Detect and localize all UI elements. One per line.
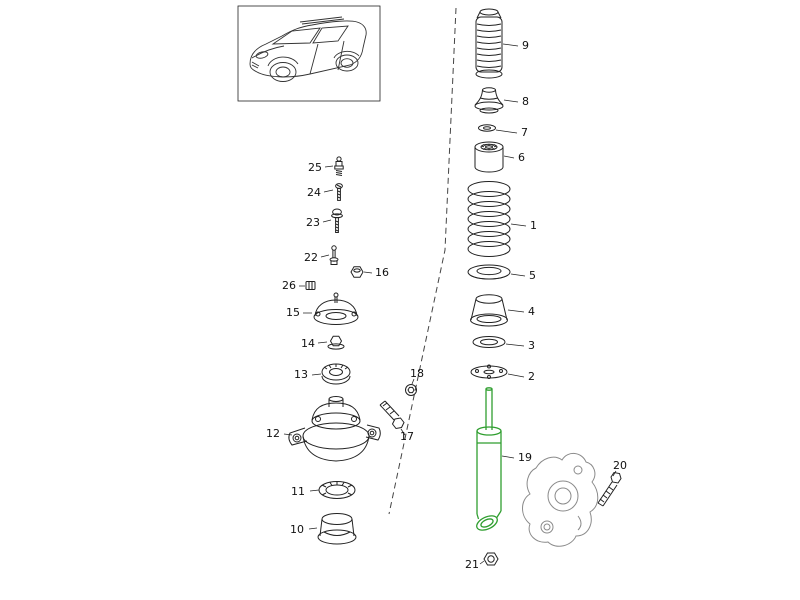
- part-24-screw: [335, 183, 343, 201]
- leader-3: [505, 343, 525, 347]
- part-23-screw: [331, 208, 343, 233]
- callout-8[interactable]: 8: [522, 95, 529, 108]
- part-7-washer: [478, 124, 496, 132]
- part-6-spacer-sleeve: [474, 141, 504, 173]
- callout-24[interactable]: 24: [307, 186, 321, 199]
- callout-23[interactable]: 23: [306, 216, 320, 229]
- leader-10: [308, 527, 318, 530]
- leader-7: [495, 129, 518, 134]
- part-13-bearing: [321, 363, 351, 385]
- leader-6: [503, 155, 515, 159]
- callout-14[interactable]: 14: [301, 337, 315, 350]
- callout-11[interactable]: 11: [291, 485, 305, 498]
- part-26-clip: [305, 281, 316, 290]
- leader-18: [411, 378, 415, 385]
- part-14-flange-nut: [327, 335, 345, 350]
- callout-5[interactable]: 5: [529, 269, 536, 282]
- part-5-spring-seat: [467, 264, 511, 280]
- part-18-nut: [405, 384, 417, 396]
- part-1-coil-spring: [467, 181, 511, 257]
- leader-8: [503, 99, 519, 103]
- leader-23: [322, 219, 332, 223]
- part-12-strut-mount-housing: [288, 396, 381, 462]
- callout-2[interactable]: 2: [528, 370, 535, 383]
- part-10-protective-cap: [317, 513, 357, 545]
- leader-20: [612, 470, 617, 477]
- part-8-bump-stop: [474, 87, 504, 114]
- part-25-valve: [334, 156, 344, 176]
- part-16-nut: [350, 266, 364, 278]
- leader-13: [311, 373, 322, 376]
- leader-25: [324, 165, 334, 168]
- part-17-bolt: [379, 400, 405, 430]
- leader-11: [309, 489, 320, 492]
- callout-20[interactable]: 20: [613, 459, 627, 472]
- part-9-protective-boot: [475, 8, 503, 79]
- callout-19[interactable]: 19: [518, 451, 532, 464]
- leader-16: [363, 271, 373, 274]
- part-3-ring: [472, 336, 506, 348]
- callout-15[interactable]: 15: [286, 306, 300, 319]
- callout-12[interactable]: 12: [266, 427, 280, 440]
- wheel-carrier-reference: [522, 453, 599, 547]
- callout-7[interactable]: 7: [521, 126, 528, 139]
- leader-1: [510, 223, 527, 227]
- divider-dashed-line: [388, 7, 457, 515]
- leader-21: [479, 560, 485, 565]
- leader-9: [502, 43, 519, 47]
- callout-21[interactable]: 21: [465, 558, 479, 571]
- leader-19: [501, 455, 515, 459]
- leader-14: [317, 341, 328, 344]
- part-2-mounting-plate: [470, 364, 508, 379]
- callout-4[interactable]: 4: [528, 305, 535, 318]
- vehicle-thumbnail: [237, 5, 381, 102]
- leader-22: [320, 254, 330, 258]
- leader-17: [400, 428, 406, 436]
- leader-4: [507, 309, 525, 313]
- part-4-spring-support: [470, 294, 508, 327]
- leader-12: [283, 433, 293, 436]
- callout-26[interactable]: 26: [282, 279, 296, 292]
- callout-9[interactable]: 9: [522, 39, 529, 52]
- callout-22[interactable]: 22: [304, 251, 318, 264]
- part-15-strut-mount: [313, 292, 359, 325]
- callout-13[interactable]: 13: [294, 368, 308, 381]
- callout-16[interactable]: 16: [375, 266, 389, 279]
- part-21-nut: [483, 552, 499, 566]
- leader-24: [323, 189, 334, 193]
- callout-10[interactable]: 10: [290, 523, 304, 536]
- callout-18[interactable]: 18: [410, 367, 424, 380]
- callout-17[interactable]: 17: [400, 430, 414, 443]
- part-11-seat-ring: [318, 481, 356, 499]
- callout-3[interactable]: 3: [528, 339, 535, 352]
- leader-2: [507, 373, 525, 378]
- callout-25[interactable]: 25: [308, 161, 322, 174]
- leader-5: [510, 273, 526, 277]
- part-19-shock-absorber: [476, 387, 502, 531]
- part-20-bolt: [597, 471, 622, 507]
- callout-6[interactable]: 6: [518, 151, 525, 164]
- part-22-stud: [329, 245, 339, 265]
- callout-1[interactable]: 1: [530, 219, 537, 232]
